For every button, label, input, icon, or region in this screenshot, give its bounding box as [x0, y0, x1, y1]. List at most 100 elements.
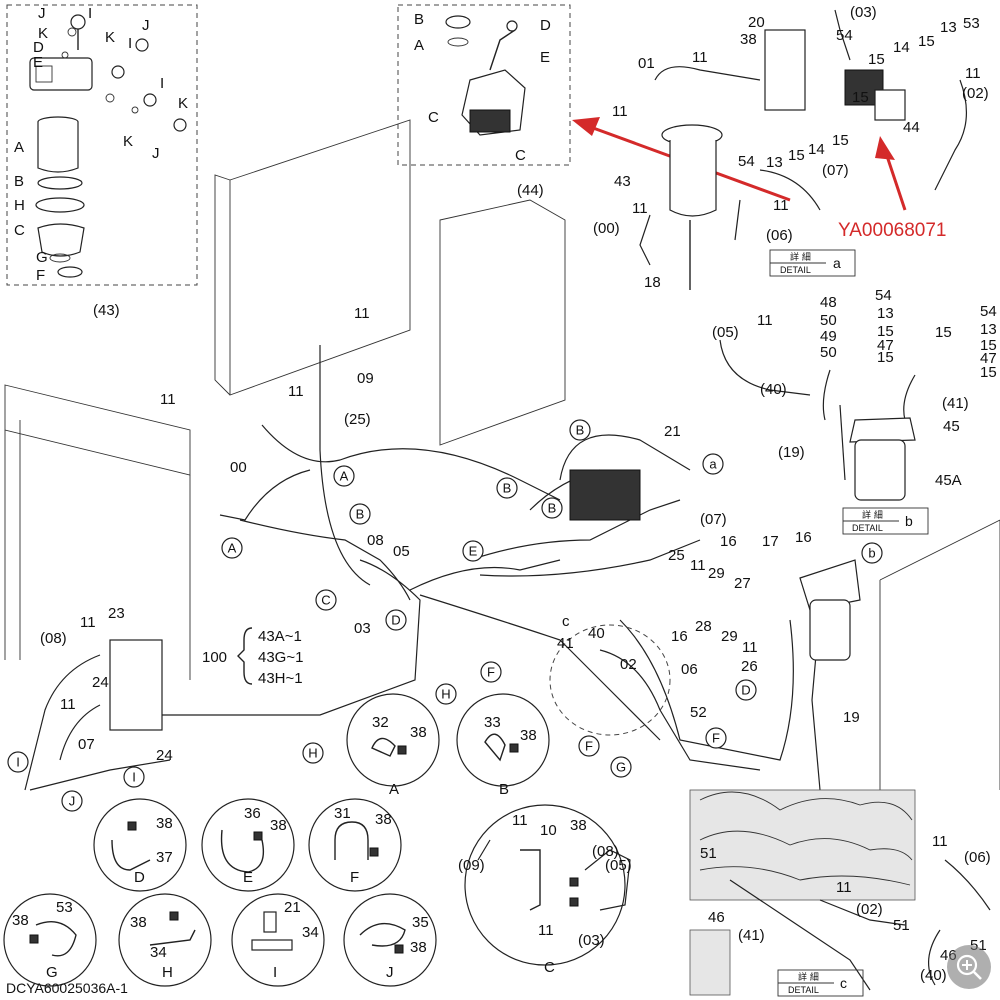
svg-text:(05): (05): [605, 857, 632, 874]
detail-circle-a: 32 38 A: [346, 693, 440, 798]
svg-text:34: 34: [150, 944, 167, 961]
label-53: 53: [963, 15, 980, 32]
svg-text:J: J: [386, 964, 394, 981]
label-50: 50: [820, 344, 837, 361]
detail-circle-e: 36 38 E: [201, 798, 295, 892]
label-k: K: [178, 95, 188, 112]
svg-text:07: 07: [78, 736, 95, 753]
detail-a-box: 詳 細 DETAIL a: [769, 249, 856, 277]
label-14: 14: [893, 39, 910, 56]
svg-text:11: 11: [354, 305, 370, 322]
drawing-code: DCYA60025036A-1: [6, 980, 128, 996]
label-c: C: [428, 109, 439, 126]
label-a: A: [414, 37, 424, 54]
svg-text:08: 08: [367, 532, 384, 549]
label-e: E: [33, 54, 43, 71]
main-assembly: [4, 119, 1000, 791]
svg-text:C: C: [321, 593, 330, 608]
callout-e: E: [462, 540, 484, 562]
svg-text:40: 40: [588, 625, 605, 642]
svg-text:23: 23: [108, 605, 125, 622]
svg-text:46: 46: [708, 909, 725, 926]
svg-text:a: a: [833, 255, 841, 271]
svg-text:38: 38: [130, 914, 147, 931]
svg-text:100: 100: [202, 649, 227, 666]
label-03: (03): [850, 4, 877, 21]
svg-text:B: B: [356, 507, 365, 522]
svg-text:03: 03: [354, 620, 371, 637]
svg-text:A: A: [340, 469, 349, 484]
svg-text:F: F: [712, 731, 720, 746]
detail-b-box: 詳 細 DETAIL b: [842, 507, 929, 535]
svg-text:(02): (02): [856, 901, 883, 918]
svg-text:43G~1: 43G~1: [258, 649, 303, 666]
label-38: 38: [740, 31, 757, 48]
svg-text:38: 38: [12, 912, 29, 929]
label-11: 11: [773, 197, 789, 214]
svg-text:43A~1: 43A~1: [258, 628, 302, 645]
svg-text:E: E: [243, 869, 253, 886]
label-07: (07): [822, 162, 849, 179]
callout-b: B: [569, 419, 591, 441]
label-54: 54: [738, 153, 755, 170]
svg-text:DETAIL: DETAIL: [852, 523, 883, 533]
label-j: J: [142, 17, 150, 34]
label-00: (00): [593, 220, 620, 237]
svg-text:F: F: [585, 739, 593, 754]
svg-text:00: 00: [230, 459, 247, 476]
label-18: 18: [644, 274, 661, 291]
svg-text:11: 11: [288, 383, 304, 400]
svg-text:C: C: [544, 959, 555, 976]
svg-text:11: 11: [512, 812, 528, 829]
svg-text:06: 06: [681, 661, 698, 678]
label-19: (19): [778, 444, 805, 461]
label-k: K: [123, 133, 133, 150]
svg-text:19: 19: [843, 709, 860, 726]
svg-text:G: G: [616, 760, 626, 775]
callout-f: F: [705, 727, 727, 749]
label-b: B: [414, 11, 424, 28]
label-c: C: [14, 222, 25, 239]
inset-43-exploded-filter: J I K J D E K I I K K J A B H C G F (43): [6, 4, 198, 319]
detail-a-fuel-filter: 20 (03) 53 13 15 14 15 54 38 01 11 11 (0…: [593, 4, 989, 291]
detail-b-filter: 54 13 15 48 50 49 50 11 54 13 15 47 15 1…: [712, 287, 997, 501]
svg-text:(09): (09): [458, 857, 485, 874]
label-48: 48: [820, 294, 837, 311]
svg-text:詳 細: 詳 細: [862, 509, 883, 521]
detail-c-engine: 11 (06) 51 11 46 (02) (41) 51 46 (40) 51: [689, 789, 991, 996]
inset-44-pump-assembly: B A D E C C (44): [397, 4, 571, 199]
svg-text:B: B: [499, 781, 509, 798]
label-b: B: [14, 173, 24, 190]
svg-text:DETAIL: DETAIL: [780, 265, 811, 275]
callout-a: A: [333, 465, 355, 487]
label-g: G: [36, 249, 48, 266]
label-47: 47: [980, 350, 997, 367]
svg-text:31: 31: [334, 805, 351, 822]
svg-text:24: 24: [156, 747, 173, 764]
svg-text:21: 21: [284, 899, 301, 916]
svg-text:05: 05: [393, 543, 410, 560]
svg-text:11: 11: [160, 391, 176, 408]
svg-text:43H~1: 43H~1: [258, 670, 303, 687]
svg-text:16: 16: [671, 628, 688, 645]
callout-i: I: [7, 751, 29, 773]
label-e: E: [540, 49, 550, 66]
svg-text:DETAIL: DETAIL: [788, 985, 819, 995]
svg-text:B: B: [548, 501, 557, 516]
label-40: (40): [760, 381, 787, 398]
label-41: (41): [942, 395, 969, 412]
svg-text:25: 25: [668, 547, 685, 564]
zoom-button[interactable]: [947, 945, 991, 989]
svg-text:(08): (08): [40, 630, 67, 647]
svg-text:D: D: [134, 869, 145, 886]
label-54: 54: [980, 303, 997, 320]
callout-a-small: a: [702, 453, 724, 475]
label-44: (44): [517, 182, 544, 199]
svg-text:c: c: [840, 975, 847, 991]
svg-text:a: a: [709, 457, 717, 472]
label-15: 15: [868, 51, 885, 68]
detail-circle-h: 38 34 H: [118, 893, 212, 987]
detail-c-box: 詳 細 DETAIL c: [777, 969, 864, 997]
label-20: 20: [748, 14, 765, 31]
label-i: I: [88, 5, 92, 22]
